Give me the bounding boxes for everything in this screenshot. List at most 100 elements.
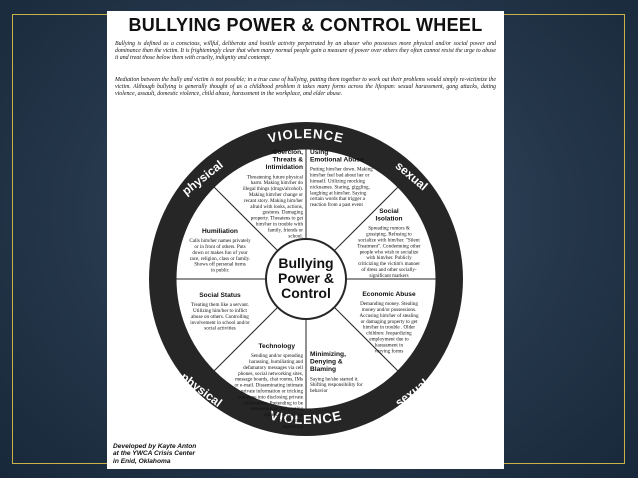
- document-page: BULLYING POWER & CONTROL WHEEL Bullying …: [107, 11, 504, 469]
- rim-label-top: VIOLENCE: [266, 126, 345, 146]
- segment-body-line: abuse on others. Controlling: [191, 314, 249, 320]
- rim-label-bottom: VIOLENCE: [269, 408, 344, 427]
- segment-body-line: involvement in school and/or: [190, 320, 250, 326]
- intro-paragraph-definition: Bullying is defined as a conscious, will…: [115, 41, 496, 61]
- segment-body-line: significant markers: [369, 272, 408, 279]
- segment-body-line: Making him/her change or: [249, 192, 303, 198]
- segment-heading: Social: [379, 208, 399, 215]
- segment-body-line: reaction from a past event: [310, 201, 363, 208]
- segment-heading: Blaming: [310, 366, 336, 373]
- segment-body-line: private information or tricking: [241, 388, 304, 395]
- segment-body-line: him/her in trouble . Older: [363, 325, 416, 331]
- center-title-line: Power &: [278, 270, 334, 286]
- segment-body-line: social activities: [204, 326, 236, 332]
- segment-heading: Isolation: [375, 216, 402, 223]
- segment-body-line: someone into disclosing private: [238, 394, 303, 400]
- segment-body-line: Treating them like a servant.: [191, 302, 249, 308]
- segment-body-line: himself. Utilizing mocking: [310, 178, 365, 185]
- segment-body-line: property. Threatens to get: [251, 216, 304, 222]
- segment-body-line: reputation: [282, 424, 303, 430]
- segment-heading: Emotional Abuse: [310, 157, 364, 164]
- segment-body-line: children: Jeopardizing: [366, 331, 412, 337]
- segment-body-line: illegal things (drugs/alcohol).: [243, 185, 303, 192]
- center-title-line: Bullying: [278, 255, 333, 271]
- segment-heading: Humiliation: [202, 228, 238, 235]
- segment-body-line: or damaging property to get: [361, 319, 418, 325]
- segment-heading: Economic Abuse: [362, 291, 416, 298]
- segment-body-line: message boards, chat rooms, IMs: [235, 377, 303, 383]
- segment-body-line: harassing, humiliating and: [249, 359, 303, 365]
- segment-body-line: gestures. Damaging: [263, 210, 304, 216]
- credit-line: in Enid, Oklahoma: [113, 457, 171, 465]
- segment-body-line: Utilizing him/her to inflict: [193, 307, 247, 314]
- segment-body-line: money and/or possessions.: [362, 307, 416, 313]
- segment-heading: Using: [310, 149, 328, 156]
- wheel-segment-coercion: Coercion,Threats &IntimidationThreatenin…: [243, 149, 304, 239]
- wheel-hub: [265, 238, 347, 320]
- segment-body-line: Shifting responsibility for: [310, 381, 363, 388]
- segment-body-line: Saying he/she started it.: [310, 376, 359, 382]
- segment-body-line: or in front of others. Puts: [194, 243, 245, 250]
- segment-body-line: race, religion, class or family.: [190, 255, 250, 262]
- segment-body-line: Putting him/her down. Making: [310, 167, 373, 173]
- segment-body-line: Demanding money. Stealing: [360, 301, 418, 307]
- segment-heading: Minimizing,: [310, 351, 346, 358]
- segment-body-line: him/her in trouble with: [256, 222, 304, 228]
- segment-body-line: certain words that trigger a: [310, 196, 366, 202]
- segment-body-line: defamatory messages via cell: [243, 364, 303, 371]
- segment-body-line: someone else and posting: [251, 406, 304, 412]
- segment-body-line: Calls him/her names privately: [189, 238, 251, 244]
- segment-body-line: family, friends or: [268, 226, 303, 233]
- wheel-segments: Coercion,Threats &IntimidationThreatenin…: [189, 149, 421, 430]
- segment-body-line: Threatening future physical: [247, 173, 304, 180]
- segment-body-line: gossiping. Refusing to: [366, 231, 412, 238]
- segment-body-line: varying forms: [375, 347, 404, 354]
- segment-body-line: school.: [288, 233, 303, 239]
- segment-body-line: criticizing the victim's manner: [358, 261, 420, 267]
- segment-body-line: behavior: [310, 388, 328, 394]
- segment-body-line: harm. Making him/her do: [251, 180, 304, 186]
- segment-heading: Intimidation: [266, 164, 303, 171]
- segment-body-line: information. Pretending to be: [243, 399, 304, 406]
- page-title: BULLYING POWER & CONTROL WHEEL: [128, 15, 483, 35]
- wheel-spokes: [176, 149, 436, 409]
- segment-body-line: harassment in: [375, 342, 404, 348]
- segment-body-line: material to damage: [264, 412, 304, 418]
- segment-body-line: him/her feel bad about her or: [310, 172, 370, 179]
- credit-line: Developed by Kayte Anton: [113, 443, 197, 450]
- segment-body-line: with him/her. Publicly: [366, 255, 412, 261]
- segment-body-line: down or makes fun of your: [192, 249, 248, 256]
- segment-body-line: Sending and/or spreading: [251, 353, 304, 359]
- segment-heading: Denying &: [310, 359, 343, 366]
- segment-body-line: Accusing him/her of stealing: [360, 312, 419, 319]
- center-title-line: Control: [281, 285, 331, 301]
- power-control-wheel: VIOLENCE VIOLENCE physical sexual physic…: [149, 122, 463, 436]
- credit-note: Developed by Kayte Anton at the YWCA Cri…: [113, 443, 196, 465]
- segment-body-line: laughing at him/her. Saying: [310, 190, 367, 196]
- segment-heading: Threats &: [273, 157, 304, 164]
- segment-body-line: nicknames. Staring, giggling,: [310, 184, 370, 190]
- segment-body-line: afraid with looks, actions,: [250, 203, 303, 210]
- credit-line: at the YWCA Crisis Center: [113, 450, 196, 458]
- segment-body-line: in public: [211, 268, 230, 274]
- segment-heading: Technology: [258, 343, 295, 350]
- segment-body-line: that person's: [278, 418, 303, 424]
- segment-body-line: Shows off personal items: [194, 261, 246, 268]
- segment-body-line: socialize with him/her. "Silent: [358, 238, 420, 244]
- intro-paragraph-mediation: Mediation between the bully and victim i…: [115, 77, 496, 97]
- segment-body-line: phones, social networking sites,: [238, 371, 303, 377]
- segment-body-line: employment due to: [369, 337, 409, 343]
- segment-body-line: Spreading rumors &: [368, 226, 410, 232]
- segment-body-line: people who wish to socialize: [360, 249, 420, 255]
- segment-heading: Social Status: [199, 292, 241, 299]
- segment-body-line: or e-mail. Disseminating intimate: [235, 383, 304, 389]
- segment-body-line: Treatment". Condemning other: [357, 243, 421, 249]
